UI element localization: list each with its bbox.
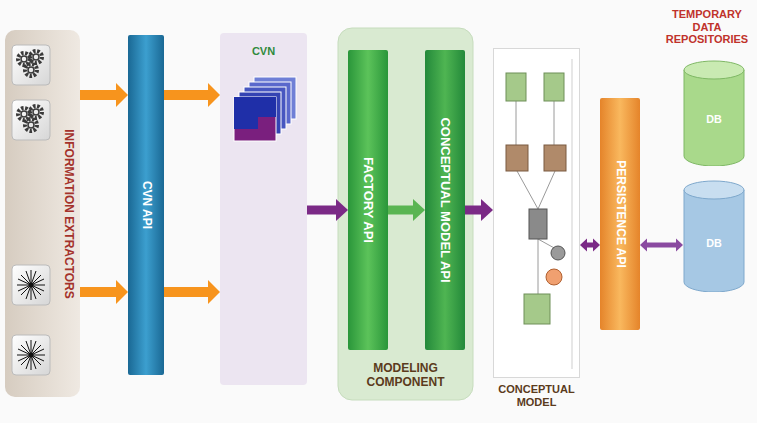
- flow-arrow: [647, 243, 676, 248]
- flow-arrow: [80, 90, 116, 100]
- group-heading: TEMPORARY DATA REPOSITORIES: [660, 8, 754, 46]
- node-label: CVN: [220, 45, 307, 58]
- flow-arrow: [307, 206, 336, 215]
- flow-arrow: [587, 243, 593, 248]
- node-label: DB: [683, 237, 745, 249]
- node-label: CONCEPTUAL MODEL API: [438, 117, 453, 282]
- node-label: MODELING COMPONENT: [350, 362, 461, 390]
- cvn-stack-icon: [220, 33, 307, 385]
- panel-fill: [338, 28, 473, 400]
- cylinder-outline: [683, 180, 745, 292]
- api-bar: CONCEPTUAL MODEL API: [425, 50, 465, 350]
- node-label: CVN API: [139, 181, 153, 229]
- database-cylinder: DB: [683, 60, 745, 166]
- flow-arrow: [388, 206, 413, 215]
- flow-arrow: [80, 287, 116, 297]
- model-box: CONCEPTUAL MODEL: [493, 48, 580, 378]
- node-label: PERSISTENCE API: [613, 160, 627, 268]
- node-label: INFORMATION EXTRACTORS: [61, 129, 75, 299]
- database-cylinder: DB: [683, 180, 745, 292]
- flow-arrow: [164, 287, 208, 297]
- api-bar: FACTORY API: [348, 50, 388, 350]
- api-bar: PERSISTENCE API: [600, 98, 640, 330]
- flow-arrow: [164, 90, 208, 100]
- extractor-panel: INFORMATION EXTRACTORS: [5, 30, 80, 397]
- node-label: FACTORY API: [361, 157, 376, 243]
- node-label: CONCEPTUAL MODEL: [490, 383, 583, 408]
- component-panel: MODELING COMPONENT FACTORY API CONCEPTUAL …: [338, 28, 473, 400]
- api-bar: CVN API: [128, 35, 164, 375]
- cvn-box: CVN: [220, 33, 307, 385]
- cylinder-outline: [683, 60, 745, 166]
- node-label: DB: [683, 113, 745, 125]
- conceptual-model-thumbnail: [494, 49, 581, 379]
- flow-arrow: [465, 206, 481, 215]
